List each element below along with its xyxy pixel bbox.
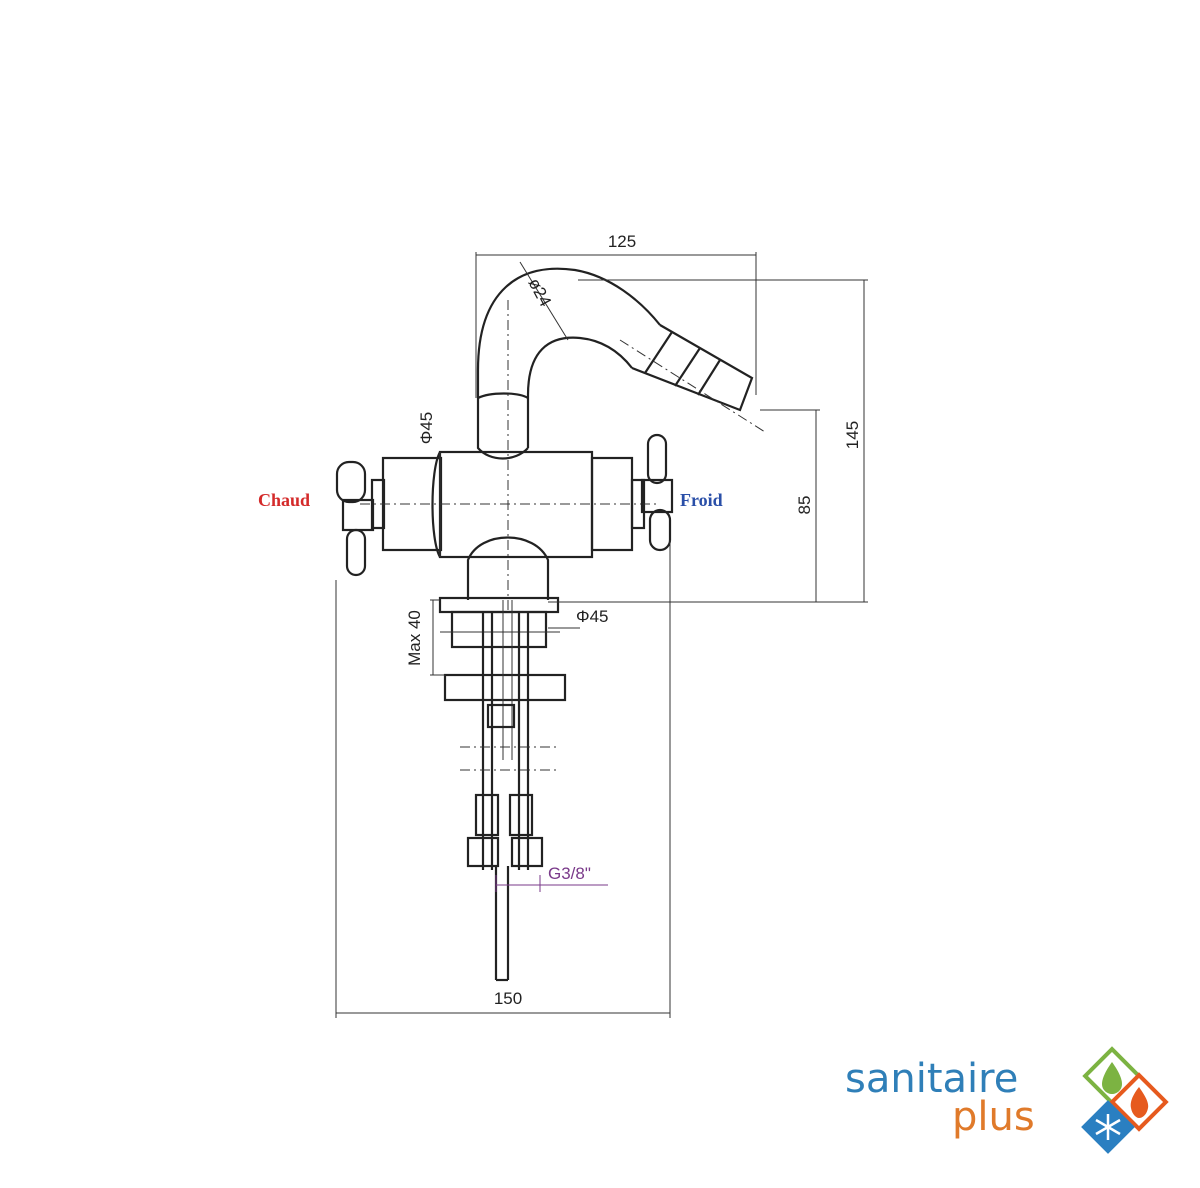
cold-handle — [640, 433, 674, 552]
dim-spout-diameter: ø24 — [524, 275, 555, 310]
dimension-lines — [335, 252, 868, 1018]
brand-line1: sanitaire — [845, 1056, 1018, 1102]
brand-line2: plus — [952, 1094, 1035, 1140]
dim-width-total: 150 — [494, 989, 522, 1008]
dim-body-diameter: Φ45 — [417, 412, 436, 444]
faucet-spout — [476, 267, 766, 460]
hot-handle — [335, 460, 375, 577]
faucet-body — [360, 300, 660, 610]
faucet-base — [438, 536, 567, 982]
dim-max-deck: Max 40 — [405, 610, 424, 666]
dim-height-total: 145 — [843, 421, 862, 449]
dim-thread: G3/8" — [548, 864, 591, 883]
dim-height-outlet: 85 — [795, 496, 814, 515]
dim-spout-reach: 125 — [608, 232, 636, 251]
dim-base-diameter: Φ45 — [576, 607, 608, 626]
brand-logo: sanitaire plus — [845, 1046, 1169, 1154]
water-drop-flame-snowflake-icon — [1081, 1046, 1169, 1154]
flame-icon — [1130, 1087, 1149, 1118]
snowflake-icon — [1095, 1114, 1121, 1140]
water-drop-icon — [1102, 1062, 1122, 1094]
label-cold: Froid — [680, 490, 723, 510]
label-hot: Chaud — [258, 490, 310, 510]
